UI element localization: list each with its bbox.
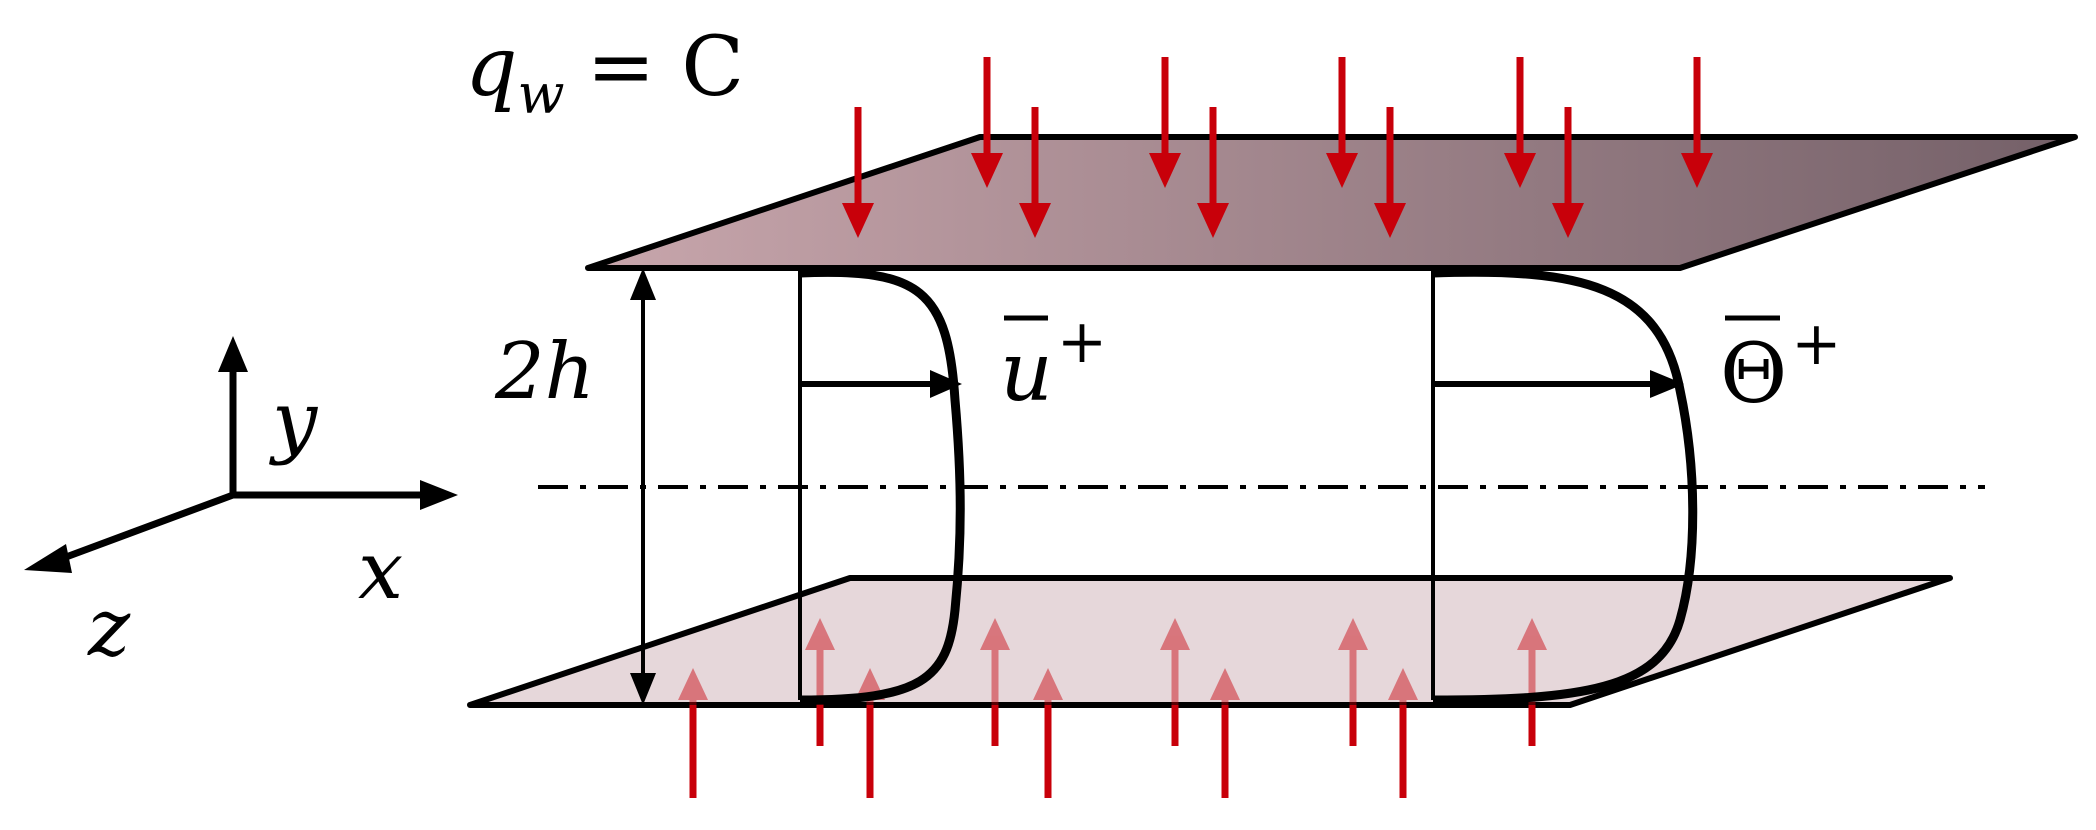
bottom-wall-plate [467, 575, 1953, 708]
temperature-profile [1431, 267, 1698, 705]
axis-x-label: x [358, 524, 403, 617]
heat-flux-label: qw= C [465, 20, 744, 126]
coordinate-axes [24, 336, 458, 573]
temperature-label: Θ+ [1720, 309, 1842, 422]
top-heat-flux-arrows [842, 57, 1713, 238]
velocity-profile [798, 267, 965, 705]
axis-y-label: y [269, 374, 319, 467]
velocity-label: u+ [1000, 307, 1107, 420]
svg-text:u+: u+ [1000, 307, 1107, 420]
channel-height-dimension [630, 268, 656, 705]
axis-z-label: z [87, 581, 131, 674]
bottom-heat-flux-arrows [689, 705, 1536, 798]
channel-height-label: 2h [494, 327, 595, 417]
svg-text:Θ+: Θ+ [1720, 309, 1842, 422]
